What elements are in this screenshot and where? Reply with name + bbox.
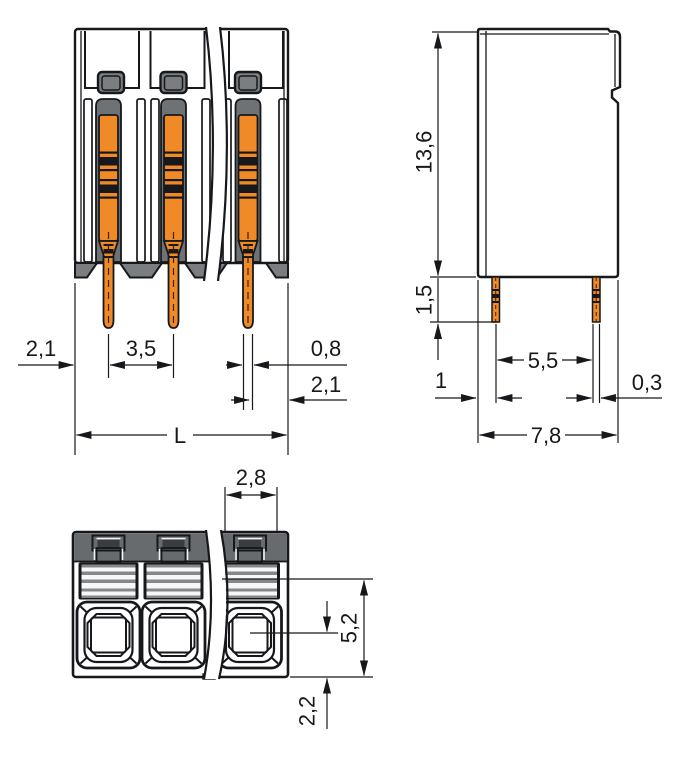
side-view: 13,6 1,5 1 5,5 0,3 7,8 xyxy=(412,27,663,448)
side-pins xyxy=(491,276,601,323)
front-latches xyxy=(96,70,263,95)
dim-label-side-pin-inset: 1 xyxy=(435,368,447,393)
bottom-view: 2,8 5,2 2,2 xyxy=(71,465,373,729)
front-contact-pins xyxy=(97,114,259,329)
front-dimensions: 2,1 3,5 0,8 2,1 L xyxy=(18,283,347,455)
contact-pin xyxy=(162,114,185,329)
bottom-pole xyxy=(217,534,283,670)
dim-label-front-left-offset: 2,1 xyxy=(26,336,57,361)
front-housing-body xyxy=(73,27,290,265)
wire-opening xyxy=(231,616,269,654)
bottom-pole xyxy=(75,534,142,670)
side-housing-body xyxy=(476,27,622,279)
front-view: 2,1 3,5 0,8 2,1 L xyxy=(18,26,347,455)
dim-label-side-depth: 7,8 xyxy=(531,423,562,448)
side-dimensions: 13,6 1,5 1 5,5 0,3 7,8 xyxy=(412,31,663,448)
dim-label-bottom-opening-offset: 5,2 xyxy=(337,613,362,644)
dim-label-side-pin-thickness: 0,3 xyxy=(632,370,663,395)
contact-pin xyxy=(237,114,259,329)
bottom-pole xyxy=(140,534,207,670)
dim-label-front-pitch: 3,5 xyxy=(126,336,157,361)
dim-label-bottom-edge-offset: 2,2 xyxy=(295,696,320,727)
dim-label-front-pin-width: 0,8 xyxy=(311,336,342,361)
dim-label-side-height: 13,6 xyxy=(412,131,437,174)
front-break-line xyxy=(202,26,228,282)
wire-opening xyxy=(155,616,192,654)
wire-opening xyxy=(90,616,127,654)
dim-label-front-total-length: L xyxy=(174,423,186,448)
contact-pin xyxy=(97,114,120,329)
bottom-dimensions: 2,8 5,2 2,2 xyxy=(222,465,373,729)
bottom-housing-body xyxy=(71,530,290,679)
dim-label-front-right-offset: 2,1 xyxy=(311,372,342,397)
dim-label-bottom-pole-width: 2,8 xyxy=(236,465,267,490)
dim-label-side-pin-length: 1,5 xyxy=(412,285,437,316)
bottom-break-line xyxy=(202,529,229,680)
dim-label-side-pin-spacing: 5,5 xyxy=(528,348,559,373)
